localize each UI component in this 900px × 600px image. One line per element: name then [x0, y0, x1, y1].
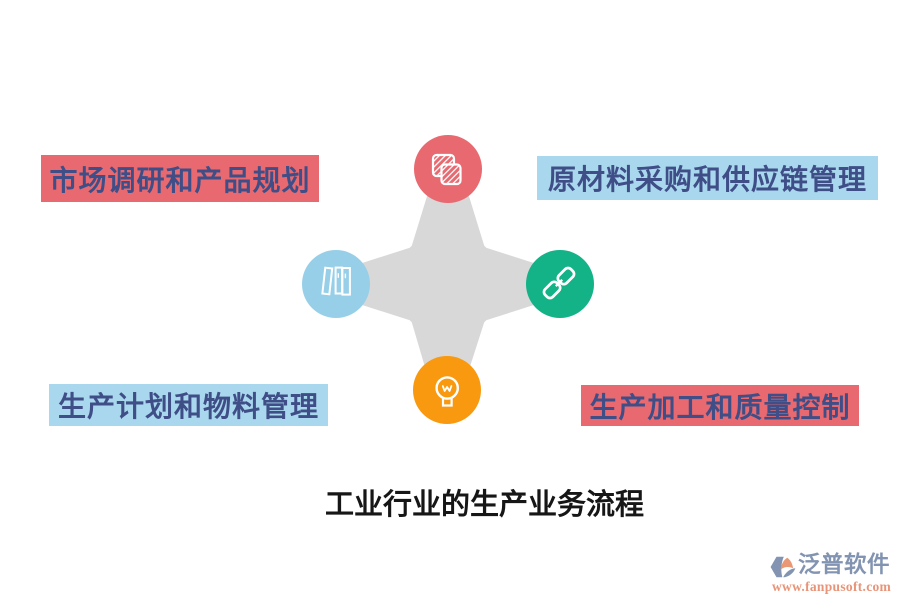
- node-right: [526, 250, 594, 318]
- node-left: [302, 250, 370, 318]
- node-right-circle: [526, 250, 594, 318]
- brand-name: 泛普软件: [798, 552, 891, 577]
- fanpu-logo-icon: [770, 556, 796, 578]
- hatched-documents-icon: [431, 153, 462, 186]
- brand-watermark: 泛普软件 www.fanpusoft.com: [769, 553, 897, 597]
- books-icon: [321, 266, 351, 296]
- node-bottom: [413, 356, 481, 424]
- node-top: [414, 135, 482, 203]
- brand-url: www.fanpusoft.com: [772, 579, 892, 594]
- chain-link-icon: [542, 266, 576, 300]
- label-processing-quality: 生产加工和质量控制: [581, 385, 859, 426]
- lightbulb-icon: [435, 376, 460, 407]
- label-procurement-supply-chain: 原材料采购和供应链管理: [537, 156, 878, 200]
- label-market-research: 市场调研和产品规划: [41, 155, 319, 202]
- node-bottom-circle: [413, 356, 481, 424]
- label-production-planning: 生产计划和物料管理: [49, 384, 328, 426]
- diagram-title: 工业行业的生产业务流程: [325, 489, 645, 521]
